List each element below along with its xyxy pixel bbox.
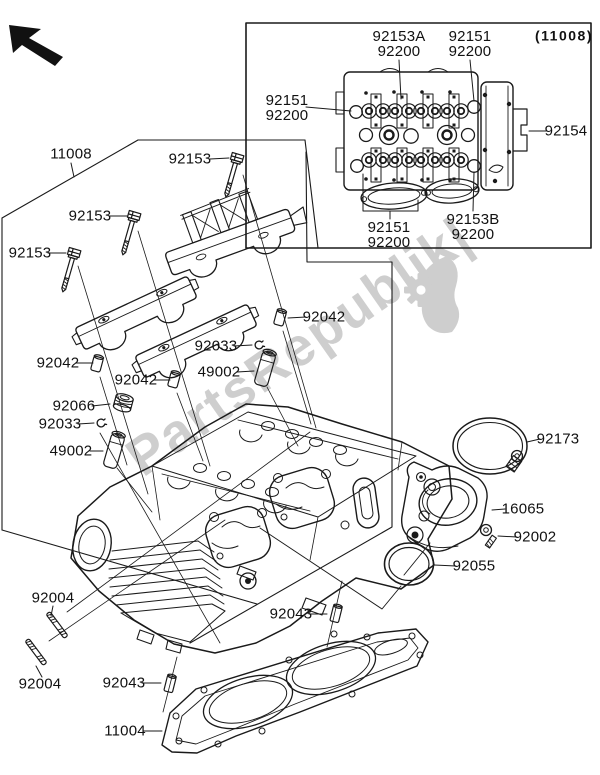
part-label-92173: 92173: [536, 430, 580, 448]
part-label-92033-left: 92033: [38, 415, 82, 433]
part-label-92055: 92055: [452, 557, 496, 575]
part-label-92042-right: 92042: [302, 308, 346, 326]
part-label-11008: 11008: [50, 145, 92, 163]
part-label-92153-b: 92153: [68, 207, 112, 225]
part-label-92004-bottom: 92004: [18, 675, 62, 693]
stud-92004-drawing-top: [45, 610, 69, 640]
part-label-92033-right: 92033: [194, 337, 238, 355]
part-label-92153-c: 92153: [8, 244, 52, 262]
clamp-92173-drawing: [452, 417, 528, 475]
leader-lines: [35, 157, 541, 732]
figure-reference: (11008): [535, 27, 593, 44]
part-label-11004: 11004: [104, 722, 146, 740]
cam-cap-bar-drawing-1: [68, 272, 209, 365]
part-label-49002-right: 49002: [197, 363, 241, 381]
part-label-16065: 16065: [501, 500, 545, 518]
assembly-axis-lines: [48, 174, 343, 713]
position-leader-lines: [259, 527, 431, 610]
part-label-92153-a: 92153: [168, 150, 212, 168]
stud-92004-drawing-bottom: [24, 637, 48, 667]
part-label-92002: 92002: [513, 528, 557, 546]
holder-16065-drawing: [400, 461, 488, 552]
part-label-92043-right: 92043: [269, 605, 313, 623]
cap-92066-drawing: [112, 393, 134, 413]
watermark-gear-icon: [404, 256, 460, 334]
sleeve-92042-drawing-mid: [166, 369, 182, 389]
cylinder-head-drawing: [70, 403, 453, 654]
part-label-49002-left: 49002: [49, 442, 93, 460]
bolt-92153-drawing-b: [116, 209, 142, 258]
part-label-92154: 92154: [544, 122, 588, 140]
bolt-92002-drawing: [479, 523, 497, 549]
part-label-92004-top: 92004: [31, 589, 75, 607]
head-cover-drawing: [480, 81, 528, 191]
bolt-92153-drawing-c: [56, 246, 82, 295]
oring-92055-drawing: [383, 542, 435, 586]
part-label-92042-mid: 92042: [114, 371, 158, 389]
view-boundary: [1, 139, 393, 644]
clip-92033-drawing-left: [95, 417, 108, 429]
cam-holder-drawing: [165, 188, 308, 278]
head-top-view: [305, 59, 547, 220]
part-label-92066: 92066: [52, 397, 96, 415]
head-gasket-drawing: [161, 628, 429, 754]
inset-panel-border: [245, 22, 592, 249]
orientation-arrow-icon: [9, 25, 63, 66]
part-label-92043-left: 92043: [102, 674, 146, 692]
part-label-92042-left: 92042: [36, 354, 80, 372]
